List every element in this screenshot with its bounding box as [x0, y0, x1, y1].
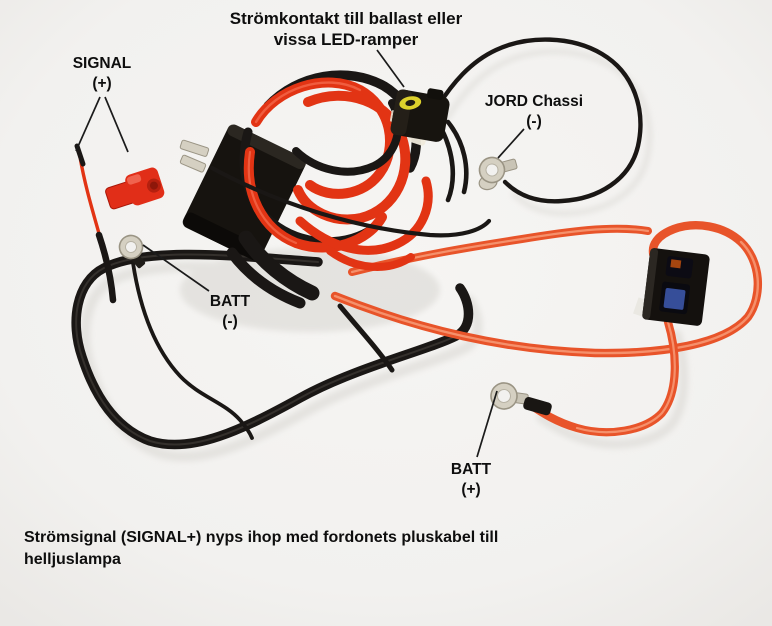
jord-wire-loop [435, 37, 643, 204]
fuse-holder [633, 248, 710, 326]
label-signal-text: SIGNAL [72, 55, 132, 72]
signal-wire [74, 143, 117, 304]
label-batt-plus: BATT (+) [451, 460, 491, 500]
label-signal: SIGNAL (+) [73, 54, 132, 94]
label-batt-minus-text: BATT [209, 293, 251, 310]
leader-lines [75, 49, 525, 458]
cables [71, 37, 762, 450]
batt-minus-wire [131, 261, 254, 440]
label-jord-polarity: (-) [526, 113, 542, 130]
ring-terminal-jord [478, 156, 518, 191]
caption-line1: Strömsignal (SIGNAL+) nyps ihop med ford… [24, 529, 499, 546]
leader-batt-minus [142, 244, 210, 292]
quick-splice-connector [105, 167, 165, 210]
label-batt-minus-polarity: (-) [222, 313, 238, 330]
caption: Strömsignal (SIGNAL+) nyps ihop med ford… [24, 527, 498, 571]
leader-batt-plus [476, 390, 498, 458]
wire-bundle [209, 70, 492, 373]
label-jord: JORD Chassi (-) [485, 92, 583, 132]
connector-tail-wires [439, 119, 469, 203]
label-stromkontakt-line1: Strömkontakt till ballast eller [229, 9, 463, 28]
label-batt-plus-text: BATT [450, 461, 492, 478]
label-batt-minus: BATT (-) [210, 292, 250, 332]
leader-jord [497, 128, 525, 159]
caption-line2: helljuslampa [24, 551, 121, 568]
leader-signal-left [75, 96, 101, 152]
black-loom-loop [71, 249, 474, 450]
label-signal-polarity: (+) [92, 75, 112, 92]
label-batt-plus-polarity: (+) [461, 481, 481, 498]
label-stromkontakt: Strömkontakt till ballast eller vissa LE… [230, 8, 462, 50]
leader-stromkontakt [376, 49, 405, 88]
label-jord-text: JORD Chassi [484, 93, 584, 110]
label-stromkontakt-line2: vissa LED-ramper [273, 30, 419, 49]
ring-terminal-batt-minus [118, 234, 146, 269]
leader-signal-right [104, 96, 129, 153]
ring-terminal-batt-plus [490, 382, 552, 416]
ballast-connector [390, 88, 450, 146]
